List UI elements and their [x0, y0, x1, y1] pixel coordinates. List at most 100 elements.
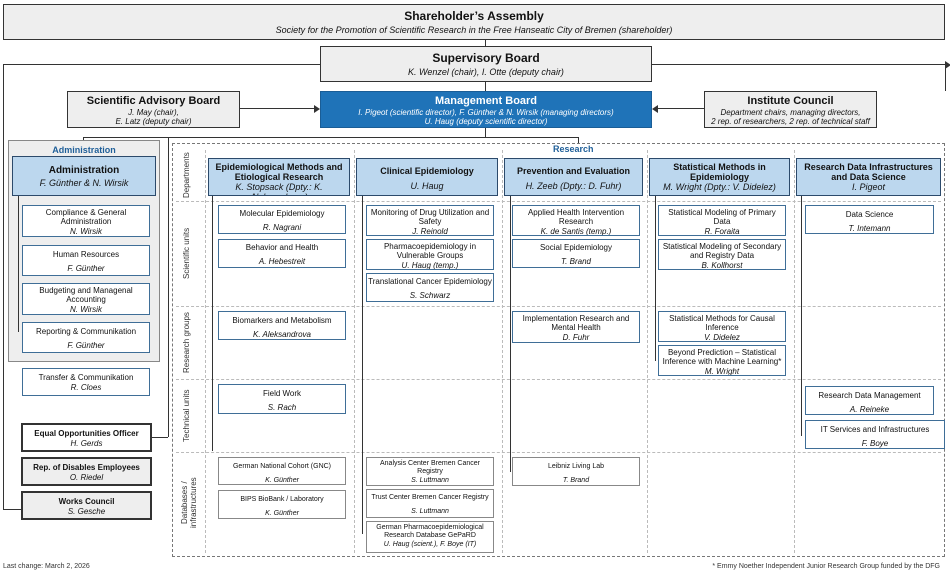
unit-name: Molecular Epidemiology — [239, 209, 325, 218]
unit-name: Statistical Modeling of Primary Data — [668, 208, 776, 226]
assembly-to-board — [485, 40, 486, 46]
dept-name: Epidemiological Methods and Etiological … — [215, 162, 343, 182]
unit-person: J. Reinold — [412, 227, 448, 236]
col-divider — [354, 150, 355, 553]
unit-social-epidemiology: Social Epidemiology T. Brand — [512, 239, 640, 268]
unit-name: Statistical Methods for Causal Inference — [669, 314, 775, 332]
unit-person: K. de Santis (temp.) — [540, 227, 612, 236]
equal-opportunities-officer: Equal Opportunities Officer H. Gerds — [21, 423, 152, 452]
unit-name: Data Science — [845, 210, 894, 219]
col-divider — [205, 150, 206, 553]
unit-stat-secondary: Statistical Modeling of Secondary and Re… — [658, 239, 786, 270]
unit-person: F. Günther — [67, 341, 105, 350]
works-council: Works Council S. Gesche — [21, 491, 152, 520]
unit-translational-cancer: Translational Cancer Epidemiology S. Sch… — [366, 273, 494, 302]
works-title: Works Council — [58, 497, 115, 506]
unit-name: Human Resources — [52, 250, 120, 259]
unit-behavior-health: Behavior and Health A. Hebestreit — [218, 239, 346, 268]
dept-name: Prevention and Evaluation — [516, 166, 631, 176]
row-divider — [176, 452, 941, 453]
unit-monitoring-drug: Monitoring of Drug Utilization and Safet… — [366, 205, 494, 236]
unit-name: Translational Cancer Epidemiology — [368, 277, 492, 286]
mgmt-down — [485, 128, 486, 137]
db-biobank: BIPS BioBank / Laboratory K. Günther — [218, 490, 346, 519]
sab-line2: E. Latz (deputy chair) — [115, 117, 192, 126]
unit-person: R. Foraita — [704, 227, 740, 236]
disabled-employees-rep: Rep. of Disables Employees O. Riedel — [21, 457, 152, 486]
unit-stat-primary: Statistical Modeling of Primary Data R. … — [658, 205, 786, 236]
dept-research-data: Research Data Infrastructures and Data S… — [796, 158, 941, 196]
unit-data-science: Data Science T. Intemann — [805, 205, 934, 234]
equal-hline — [152, 437, 168, 438]
unit-name: Research Data Management — [818, 391, 921, 400]
admin-unit-transfer: Transfer & Communikation R. Cloes — [22, 368, 150, 396]
unit-name: BIPS BioBank / Laboratory — [240, 496, 324, 503]
unit-person: K. Aleksandrova — [253, 330, 311, 339]
unit-name: Statistical Modeling of Secondary and Re… — [662, 242, 782, 260]
equal-line — [168, 137, 169, 437]
unit-person: A. Hebestreit — [258, 257, 306, 266]
mgmt-line2: U. Haug (deputy scientific director) — [424, 117, 548, 126]
unit-name: Analysis Center Bremen Cancer Registry — [380, 460, 480, 475]
research-frame — [172, 143, 945, 557]
unit-molecular-epidemiology: Molecular Epidemiology R. Nagrani — [218, 205, 346, 234]
mgmt-line1: I. Pigeot (scientific director), F. Günt… — [358, 108, 614, 117]
sab-title: Scientific Advisory Board — [86, 95, 221, 107]
unit-name: Social Epidemiology — [539, 243, 613, 252]
dept4-line — [655, 196, 656, 361]
shareholders-assembly: Shareholder’s Assembly Society for the P… — [3, 4, 945, 40]
council-arrow-line — [652, 61, 950, 69]
research-section-label: Research — [553, 144, 594, 154]
unit-name: Applied Health Intervention Research — [527, 208, 625, 226]
left-trunk-bottom — [3, 509, 21, 510]
unit-name: Pharmacoepidemiology in Vulnerable Group… — [383, 242, 477, 260]
dept-head: M. Wright (Dpty.: V. Didelez) — [663, 182, 776, 192]
unit-name: Implementation Research and Mental Healt… — [522, 314, 630, 332]
left-trunk — [3, 64, 4, 509]
row-label-departments: Departments — [182, 152, 191, 198]
unit-person: U. Haug (scient.), F. Boye (IT) — [383, 541, 477, 548]
unit-person: N. Wirsik — [70, 227, 102, 236]
unit-name: Reporting & Communikation — [35, 327, 137, 336]
mgmt-branch — [83, 137, 578, 138]
tech-field-work: Field Work S. Rach — [218, 384, 346, 414]
db-gepard: German Pharmacoepidemiological Research … — [366, 521, 494, 553]
tech-research-data-management: Research Data Management A. Reineke — [805, 386, 934, 415]
institute-council: Institute Council Department chairs, man… — [704, 91, 877, 128]
admin-head: Administration F. Günther & N. Wirsik — [12, 156, 156, 196]
unit-name: Behavior and Health — [245, 243, 319, 252]
unit-person: M. Wright — [704, 367, 740, 376]
last-change: Last change: March 2, 2026 — [3, 563, 90, 570]
unit-name: German Pharmacoepidemiological Research … — [376, 524, 484, 539]
dept-head: H. Zeeb (Dpty.: D. Fuhr) — [525, 181, 622, 191]
unit-person: N. Wirsik — [70, 305, 102, 314]
unit-applied-health: Applied Health Intervention Research K. … — [512, 205, 640, 236]
unit-pharmacoepidemiology: Pharmacoepidemiology in Vulnerable Group… — [366, 239, 494, 270]
supervisory-subtitle: K. Wenzel (chair), I. Otte (deputy chair… — [408, 67, 564, 77]
unit-person: S. Schwarz — [409, 291, 451, 300]
dept-name: Statistical Methods in Epidemiology — [673, 162, 766, 182]
dept-clinical-epidemiology: Clinical Epidemiology U. Haug — [356, 158, 498, 196]
supervisory-title: Supervisory Board — [432, 51, 540, 65]
col-divider — [502, 150, 503, 553]
unit-name: Budgeting and Managenal Accounting — [39, 286, 133, 304]
unit-person: D. Fuhr — [562, 333, 590, 342]
col-divider — [647, 150, 648, 553]
unit-name: Monitoring of Drug Utilization and Safet… — [370, 208, 490, 226]
unit-person: S. Luttmann — [411, 477, 449, 484]
sab-line1: J. May (chair), — [128, 108, 179, 117]
unit-name: IT Services and Infrastructures — [820, 425, 930, 434]
council-line2: 2 rep. of researchers, 2 rep. of technic… — [711, 117, 870, 126]
admin-head-people: F. Günther & N. Wirsik — [39, 178, 129, 188]
unit-name: Beyond Prediction – Statistical Inferenc… — [662, 348, 782, 366]
dept3-line — [510, 196, 511, 472]
unit-name: German National Cohort (GNC) — [232, 463, 332, 470]
supervisory-board: Supervisory Board K. Wenzel (chair), I. … — [320, 46, 652, 82]
admin-inner-line — [18, 196, 19, 332]
unit-person: T. Brand — [562, 477, 590, 484]
unit-person: K. Günther — [265, 510, 299, 517]
dept-prevention-evaluation: Prevention and Evaluation H. Zeeb (Dpty.… — [504, 158, 643, 196]
group-causal-inference: Statistical Methods for Causal Inference… — [658, 311, 786, 342]
works-person: S. Gesche — [67, 507, 106, 516]
db-gnc: German National Cohort (GNC) K. Günther — [218, 457, 346, 485]
